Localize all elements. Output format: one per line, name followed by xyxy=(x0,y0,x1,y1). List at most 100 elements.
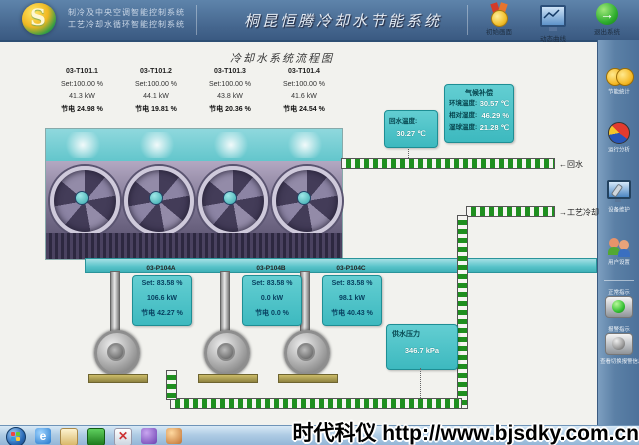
pump-c-set: Set: 83.58 % xyxy=(331,280,373,287)
maintenance-screen-icon xyxy=(607,180,631,202)
tower-ribbed-base xyxy=(46,233,342,259)
pump-a-set: Set: 83.58 % xyxy=(141,280,183,287)
header-subtitle-1: 制冷及中央空调智能控制系统 xyxy=(68,8,185,17)
company-logo-icon: S xyxy=(22,3,56,35)
pump-b-icon xyxy=(204,330,250,376)
fan-icon xyxy=(50,166,120,236)
climate-row-wetbulb: 湿球温度: 21.28 ℃ xyxy=(445,122,513,134)
tower-3-save: 节电 20.36 % xyxy=(209,105,251,113)
pump-c-power: 98.1 kW xyxy=(338,295,366,302)
tower-4-save: 节电 24.54 % xyxy=(283,105,325,113)
tower-2-name: 03-T101.2 xyxy=(140,68,172,75)
humidity-value: 46.29 % xyxy=(481,111,509,120)
maintenance-label: 设备维护 xyxy=(608,208,630,214)
taskbar-green-app-icon[interactable] xyxy=(87,428,105,445)
tower-4-set: Set:100.00 % xyxy=(282,80,326,88)
tower-info-3[interactable]: 03-T101.3 Set:100.00 % 43.8 kW 节电 20.36 … xyxy=(193,66,267,116)
page-title: 桐昆恒腾冷却水节能系统 xyxy=(244,12,443,30)
run-analysis-label: 运行分析 xyxy=(608,148,630,154)
exit-arrow-icon: → xyxy=(596,3,618,25)
pump-a-power: 106.6 kW xyxy=(147,295,177,302)
bottom-supply-pipe xyxy=(170,398,462,409)
fan-icon xyxy=(124,166,194,236)
ambient-temp-value: 30.57 ℃ xyxy=(479,99,509,108)
climate-row-humidity: 相对湿度: 46.29 % xyxy=(445,110,513,122)
header-divider-left xyxy=(196,5,197,35)
start-button[interactable] xyxy=(6,427,26,445)
pump-b-save: 节电 0.0 % xyxy=(255,310,289,317)
sidebar-divider xyxy=(604,280,634,281)
return-water-pipe xyxy=(341,158,555,169)
pump-b-name: 03-P104B xyxy=(256,265,286,272)
taskbar-purple-app-icon[interactable] xyxy=(141,428,157,444)
curve-screen-icon xyxy=(540,5,566,31)
sidebar: 节能统计 运行分析 设备维护 用户设置 正常指示 报警指示 查看切换报警信息 xyxy=(597,40,639,425)
tower-teal-band xyxy=(46,129,342,161)
pump-b-power: 0.0 kW xyxy=(260,295,284,302)
process-down-pipe xyxy=(457,215,468,409)
pump-c-icon xyxy=(284,330,330,376)
pump-c-box[interactable]: Set: 83.58 % 98.1 kW 节电 40.43 % xyxy=(322,275,382,326)
pie-chart-icon xyxy=(608,122,630,144)
tower-fans-section xyxy=(46,161,342,236)
energy-stats-label: 节能统计 xyxy=(608,90,630,96)
tower-info-1[interactable]: 03-T101.1 Set:100.00 % 41.3 kW 节电 24.98 … xyxy=(45,66,119,116)
pump-a-icon xyxy=(94,330,140,376)
taskbar-picture-app-icon[interactable] xyxy=(60,428,78,445)
return-temp-label: 回水温度: xyxy=(389,118,418,125)
pump-c-name: 03-P104C xyxy=(336,265,366,272)
alarm-indicator-label: 报警指示 xyxy=(608,327,630,333)
tower-1-save: 节电 24.98 % xyxy=(61,105,103,113)
sidebar-item-maintenance[interactable]: 设备维护 xyxy=(598,180,639,214)
taskbar: e ✕ xyxy=(0,425,639,445)
sidebar-item-run-analysis[interactable]: 运行分析 xyxy=(598,122,639,154)
process-pipe-label: →工艺冷却 xyxy=(559,208,599,217)
initial-screen-button[interactable]: 初始画面 xyxy=(477,2,521,36)
medal-icon xyxy=(488,2,510,27)
taskbar-user-app-icon[interactable] xyxy=(166,428,182,444)
pump-a-box[interactable]: Set: 83.58 % 106.6 kW 节电 42.27 % xyxy=(132,275,192,326)
coins-icon xyxy=(606,68,634,86)
dynamic-curve-button[interactable]: 动态曲线 xyxy=(531,5,575,43)
tower-1-power: 41.3 kW xyxy=(69,93,95,100)
supply-manifold-pipe xyxy=(85,258,597,273)
return-pipe-label: ←回水 xyxy=(559,160,583,169)
return-temp-connector xyxy=(408,146,409,158)
pump-a-name: 03-P104A xyxy=(146,265,176,272)
sidebar-item-energy-stats[interactable]: 节能统计 xyxy=(598,68,639,96)
climate-row-ambient: 环境温度: 30.57 ℃ xyxy=(445,98,513,110)
pump-c-base xyxy=(278,374,338,383)
tower-2-save: 节电 19.81 % xyxy=(135,105,177,113)
bottom-left-riser-pipe xyxy=(166,370,177,400)
exit-system-button[interactable]: → 退出系统 xyxy=(585,3,629,36)
tower-4-power: 41.6 kW xyxy=(291,93,317,100)
normal-indicator: 正常指示 xyxy=(598,287,639,318)
pump-a-save: 节电 42.27 % xyxy=(141,310,183,317)
climate-compensation-box[interactable]: 气候补偿 环境温度: 30.57 ℃ 相对湿度: 46.29 % 湿球温度: 2… xyxy=(444,84,514,143)
sidebar-item-user-settings[interactable]: 用户设置 xyxy=(598,238,639,266)
ambient-temp-label: 环境温度: xyxy=(449,100,478,107)
pump-b-box[interactable]: Set: 83.58 % 0.0 kW 节电 0.0 % xyxy=(242,275,302,326)
taskbar-browser-icon[interactable]: e xyxy=(35,428,51,444)
tower-2-set: Set:100.00 % xyxy=(134,80,178,88)
header-bar: S 制冷及中央空调智能控制系统 工艺冷却水循环智能控制系统 桐昆恒腾冷却水节能系… xyxy=(0,0,639,43)
dynamic-curve-label: 动态曲线 xyxy=(540,36,566,43)
alarm-indicator[interactable]: 报警指示 查看切换报警信息 xyxy=(598,324,639,365)
pump-a-base xyxy=(88,374,148,383)
wetbulb-value: 21.28 ℃ xyxy=(479,123,509,132)
diagram-title: 冷却水系统流程图 xyxy=(230,52,334,65)
sidebar-footer-label: 查看切换报警信息 xyxy=(600,359,639,365)
tower-info-2[interactable]: 03-T101.2 Set:100.00 % 44.1 kW 节电 19.81 … xyxy=(119,66,193,116)
header-subtitle-2: 工艺冷却水循环智能控制系统 xyxy=(68,20,185,29)
return-temp-box[interactable]: 回水温度: 30.27 ℃ xyxy=(384,110,438,148)
vendor-watermark: 时代科仪 http://www.bjsdky.com.cn xyxy=(292,422,639,445)
supply-pressure-box[interactable]: 供水压力 346.7 kPa xyxy=(386,324,458,370)
normal-indicator-icon xyxy=(605,296,633,318)
taskbar-x-app-icon[interactable]: ✕ xyxy=(114,428,132,445)
normal-indicator-label: 正常指示 xyxy=(608,290,630,296)
tower-1-set: Set:100.00 % xyxy=(60,80,104,88)
tower-info-4[interactable]: 03-T101.4 Set:100.00 % 41.6 kW 节电 24.54 … xyxy=(267,66,341,116)
supply-pressure-label: 供水压力 xyxy=(392,331,420,338)
tower-4-name: 03-T101.4 xyxy=(288,68,320,75)
